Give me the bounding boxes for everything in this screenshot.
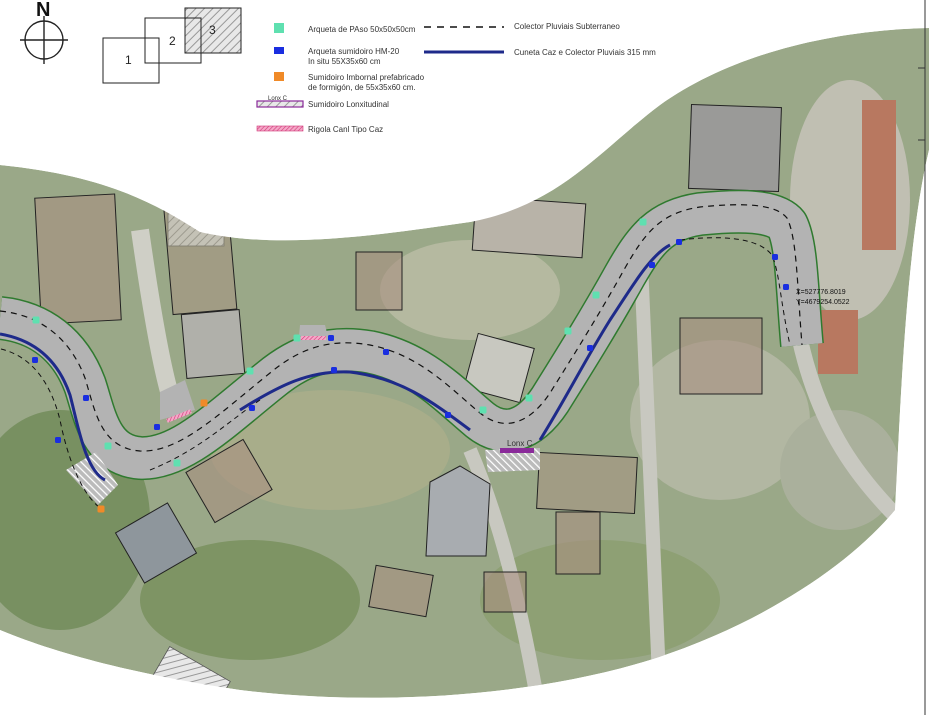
north-arrow: N [20, 0, 68, 64]
lonx-label: Lonx C [507, 439, 533, 448]
arqueta-sumidoiro-marker [676, 239, 682, 245]
legend-label: Arqueta sumidoiro HM-20 [308, 47, 400, 56]
road-surface [0, 191, 823, 479]
arqueta-sumidoiro-marker [383, 349, 389, 355]
legend-label: Sumidoiro Lonxitudinal [308, 100, 389, 109]
crosswalk [485, 448, 540, 472]
map-top-mask [0, 0, 929, 241]
road [0, 189, 824, 509]
sheet-label: 1 [125, 53, 132, 67]
arqueta-sumidoiro-marker [331, 367, 337, 373]
arqueta-paso-marker [173, 459, 181, 467]
arqueta-sumidoiro-marker [328, 335, 334, 341]
arqueta-paso-marker [104, 442, 112, 450]
legend-swatch-arqueta-paso [274, 23, 284, 33]
map-bottom-mask [0, 150, 929, 715]
road-junction [160, 380, 195, 420]
legend-label: In situ 55X35x60 cm [308, 57, 381, 66]
rigola-strip [166, 409, 192, 423]
arqueta-sumidoiro-marker [445, 412, 451, 418]
legend-label: Rigola Canl Tipo Caz [308, 125, 383, 134]
arqueta-sumidoiro-marker [55, 437, 61, 443]
arqueta-paso-marker [32, 316, 40, 324]
lonx-sumidoiro [500, 448, 534, 453]
arqueta-paso-marker [293, 334, 301, 342]
arqueta-paso-marker [246, 367, 254, 375]
sheet-key: 1 2 3 [102, 7, 242, 84]
sheet-3-current [184, 7, 242, 54]
sheet-label: 2 [169, 34, 176, 48]
arqueta-sumidoiro-marker [83, 395, 89, 401]
sheet-1 [102, 37, 160, 84]
legend-label: Sumidoiro Imbornal prefabricado [308, 73, 425, 82]
legend-swatch-lonxitudinal [256, 100, 304, 108]
sheet-2 [144, 17, 202, 64]
imbornal-marker [200, 399, 208, 407]
gutter-line [239, 370, 471, 432]
arqueta-paso-marker [592, 291, 600, 299]
legend-label: Cuneta Caz e Colector Pluviais 315 mm [514, 48, 656, 57]
arqueta-sumidoiro-marker [649, 262, 655, 268]
buildings [34, 100, 896, 618]
legend: Arqueta de PAso 50x50x50cm Arqueta sumid… [256, 22, 656, 134]
arqueta-paso-marker [639, 218, 647, 226]
sheet-label: 3 [209, 23, 216, 37]
north-label: N [36, 0, 50, 21]
legend-swatch-rigola [256, 125, 304, 132]
rigola-strip [300, 336, 326, 340]
crosswalk [66, 452, 118, 505]
arqueta-sumidoiro-marker [783, 284, 789, 290]
markers [32, 218, 789, 513]
arqueta-sumidoiro-marker [249, 405, 255, 411]
arqueta-sumidoiro-marker [772, 254, 778, 260]
legend-label: Arqueta de PAso 50x50x50cm [308, 25, 416, 34]
legend-swatch-arqueta-sumidoiro [274, 47, 284, 54]
coordinate-x: X=527776.8019 [796, 289, 846, 296]
legend-swatch-imbornal [274, 72, 284, 81]
legend-label: Colector Pluviais Subterraneo [514, 22, 620, 31]
arqueta-paso-marker [479, 406, 487, 414]
coordinate-y: Y=4679254.0522 [796, 299, 850, 306]
arqueta-paso-marker [564, 327, 572, 335]
legend-tag: Lonx C [268, 96, 288, 102]
gutter-line [0, 332, 106, 482]
arqueta-paso-marker [525, 394, 533, 402]
arqueta-sumidoiro-marker [154, 424, 160, 430]
arqueta-sumidoiro-marker [587, 345, 593, 351]
arqueta-sumidoiro-marker [32, 357, 38, 363]
legend-label: de formigón, de 55x35x60 cm. [308, 83, 416, 92]
imbornal-marker [97, 505, 105, 513]
